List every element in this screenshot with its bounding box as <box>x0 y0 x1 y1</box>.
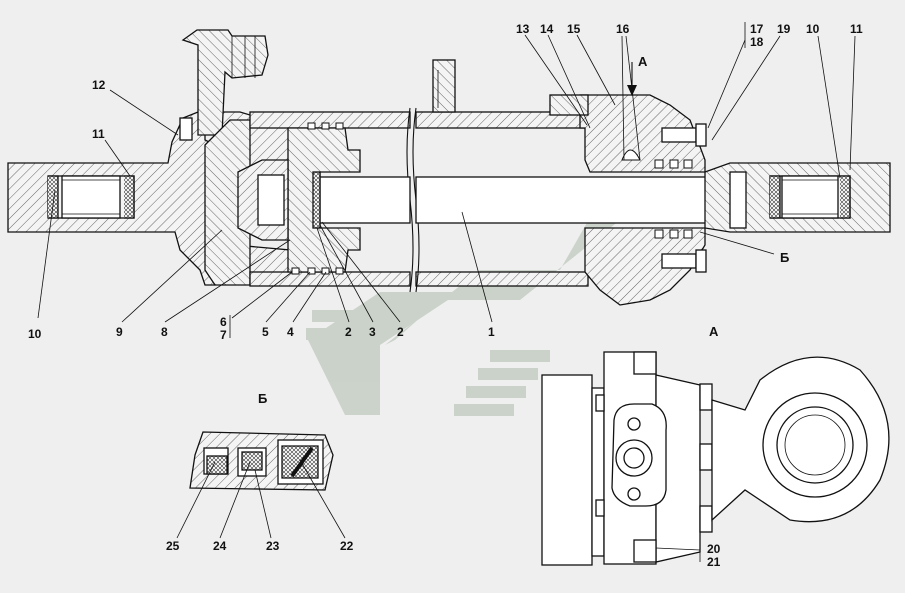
callout-2b: 2 <box>397 325 404 339</box>
callout-11-right: 11 <box>850 22 863 36</box>
leader-lines <box>37 22 856 562</box>
callout-10-right: 10 <box>806 22 820 36</box>
callout-23: 23 <box>266 539 280 553</box>
callout-10-left: 10 <box>28 327 42 341</box>
callout-7: 7 <box>220 328 227 342</box>
callout-14: 14 <box>540 22 554 36</box>
callout-4: 4 <box>287 325 294 339</box>
tube-bottom-wall <box>249 271 411 287</box>
gland-bolt-top <box>661 127 697 143</box>
callout-11-left: 11 <box>92 127 105 141</box>
callout-20: 20 <box>707 542 721 556</box>
callout-8: 8 <box>161 325 168 339</box>
view-label-a: А <box>709 324 719 339</box>
tube-top-wall <box>249 111 411 129</box>
callout-15: 15 <box>567 22 581 36</box>
callout-13: 13 <box>516 22 530 36</box>
callout-24: 24 <box>213 539 227 553</box>
detail-b <box>189 431 334 491</box>
callout-22: 22 <box>340 539 354 553</box>
callout-19: 19 <box>777 22 791 36</box>
callout-17: 17 <box>750 22 764 36</box>
callout-25: 25 <box>166 539 180 553</box>
callout-12: 12 <box>92 78 106 92</box>
callout-21: 21 <box>707 555 721 569</box>
view-a <box>541 351 890 566</box>
piston-rod <box>319 176 411 224</box>
piston-seals <box>291 122 344 275</box>
callout-6: 6 <box>220 315 227 329</box>
callout-label-b: Б <box>780 250 789 265</box>
view-label-b: Б <box>258 391 267 406</box>
callout-5: 5 <box>262 325 269 339</box>
labels: А Б А Б 12 11 10 9 8 6 7 5 4 2 3 2 1 13 … <box>28 22 863 569</box>
gland-bolt-bottom <box>661 253 697 269</box>
callout-2a: 2 <box>345 325 352 339</box>
callout-9: 9 <box>116 325 123 339</box>
arrow-label-a: А <box>638 54 648 69</box>
cylinder-section <box>7 29 891 306</box>
callout-3: 3 <box>369 325 376 339</box>
port-fitting <box>181 29 269 136</box>
callout-1: 1 <box>488 325 495 339</box>
callout-18: 18 <box>750 35 764 49</box>
callout-16: 16 <box>616 22 630 36</box>
